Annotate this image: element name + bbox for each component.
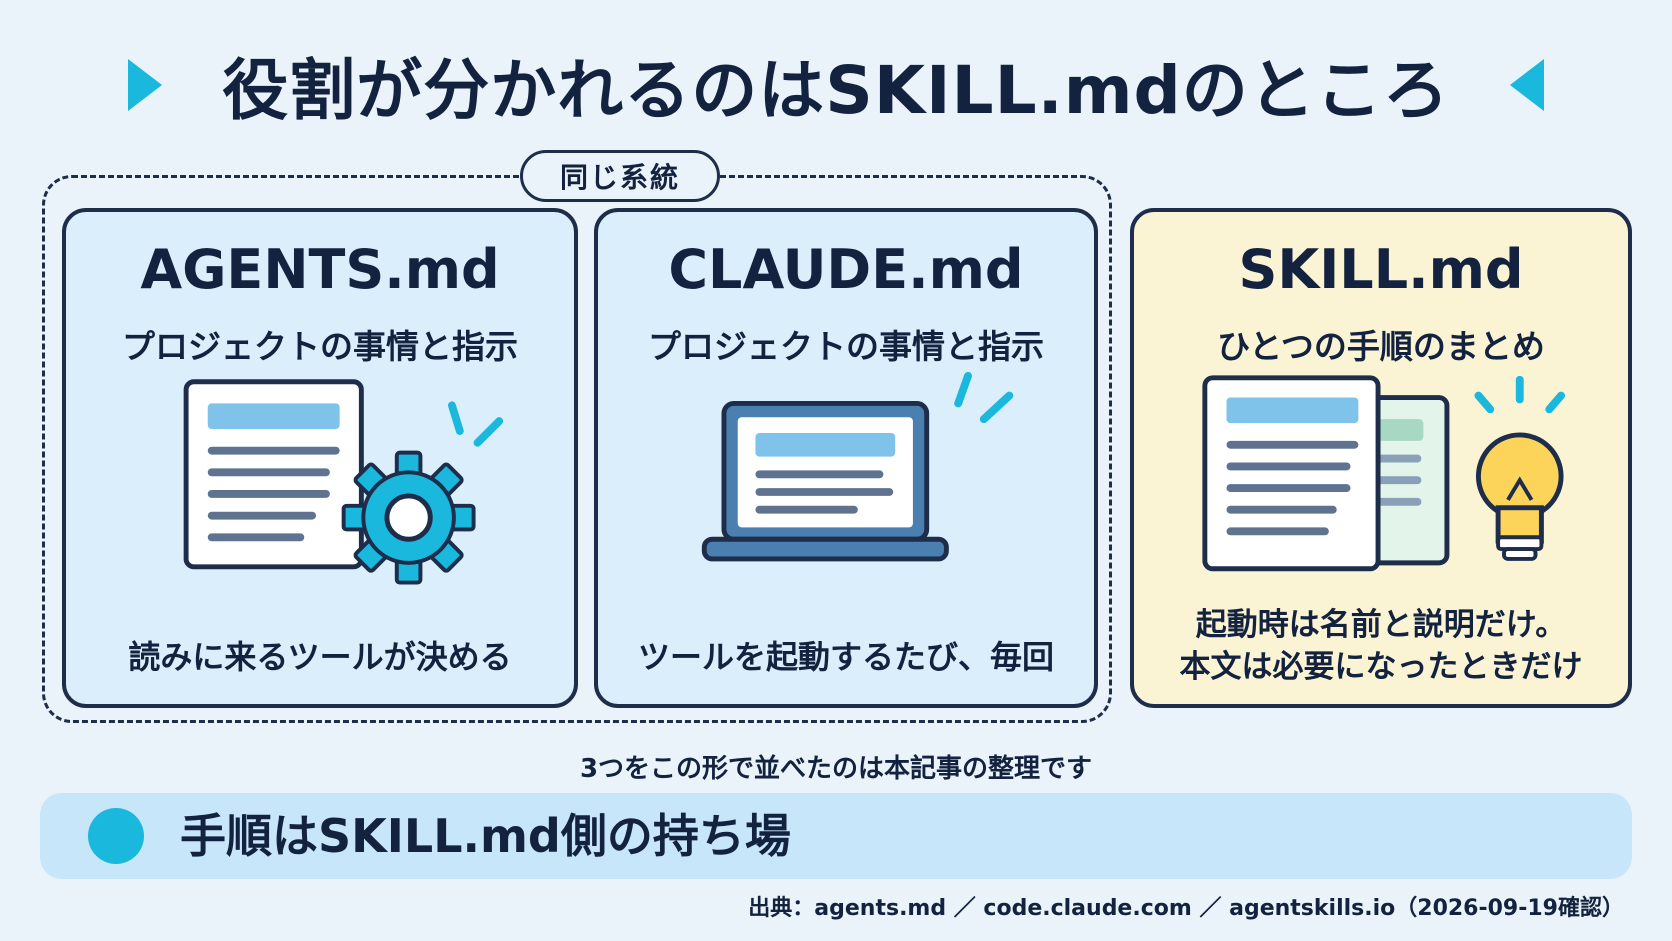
card-skill-md: SKILL.md ひとつの手順のまとめ 起動時は名前と説明だけ。 本文は必要にな… [1130,208,1632,708]
laptop-icon [701,372,1014,562]
card-footer: 読みに来るツールが決める [128,638,512,676]
card-footer: ツールを起動するたび、毎回 [637,638,1054,676]
triangle-right-icon [128,59,163,111]
card-name: SKILL.md [1238,238,1524,301]
group-label: 同じ系統 [520,150,720,202]
note-text: 3つをこの形で並べたのは本記事の整理です [579,754,1093,784]
title-row: 役割が分かれるのはSKILL.mdのところ [0,40,1672,130]
card-subtitle: プロジェクトの事情と指示 [648,327,1044,366]
triangle-left-icon [1509,59,1544,111]
document-gear-icon [183,379,504,585]
source-citation: 出典：agents.md ／ code.claude.com ／ agentsk… [748,896,1624,921]
page-title: 役割が分かれるのはSKILL.mdのところ [222,52,1450,129]
card-footer-line: 起動時は名前と説明だけ。 [1195,607,1567,643]
card-subtitle: ひとつの手順のまとめ [1217,327,1545,366]
card-footer: 起動時は名前と説明だけ。 本文は必要になったときだけ [1134,604,1628,688]
dot-icon [88,808,144,864]
card-name: AGENTS.md [140,238,500,301]
banner-text: 手順はSKILL.md側の持ち場 [180,809,791,863]
card-footer-line: 本文は必要になったときだけ [1179,649,1583,685]
summary-banner: 手順はSKILL.md側の持ち場 [40,793,1632,879]
card-claude-md: CLAUDE.md プロジェクトの事情と指示 ツールを起動するたび、毎回 [594,208,1098,708]
card-name: CLAUDE.md [668,238,1024,301]
card-agents-md: AGENTS.md プロジェクトの事情と指示 読みに来るツールが決 [62,208,578,708]
documents-lightbulb-icon [1202,375,1566,572]
card-subtitle: プロジェクトの事情と指示 [122,327,518,366]
